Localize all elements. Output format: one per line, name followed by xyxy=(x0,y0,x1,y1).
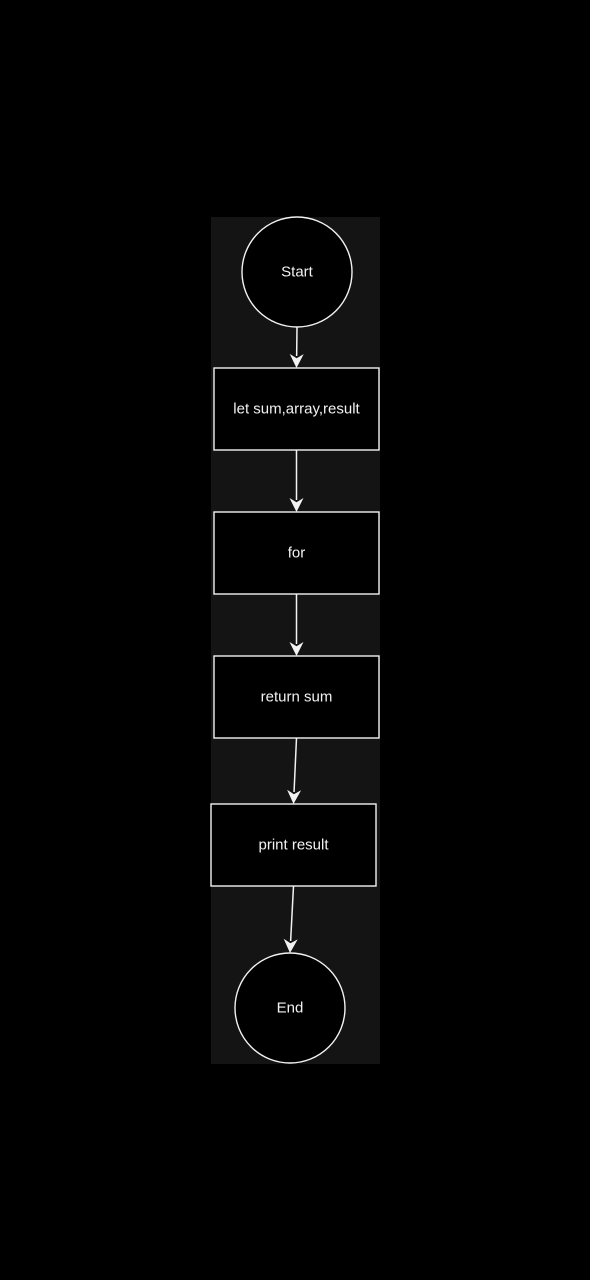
node-return-box xyxy=(213,655,380,739)
edge-line xyxy=(293,737,298,793)
arrowhead xyxy=(289,642,304,656)
nodes-layer: Start let sum,array,result for return sum pr… xyxy=(210,216,380,1064)
node-declare-label: let sum,array,result xyxy=(233,401,360,418)
edge-declare-to-loop xyxy=(289,450,304,512)
edge-return-to-print xyxy=(287,737,302,804)
edge-loop-to-return xyxy=(289,594,304,656)
edge-start-to-declare xyxy=(289,326,304,368)
diagram-panel xyxy=(211,217,380,1064)
node-print-label: print result xyxy=(258,837,329,854)
node-start-circle xyxy=(241,216,353,328)
node-start: Start xyxy=(241,216,353,328)
arrowhead xyxy=(289,498,304,512)
node-return: return sum xyxy=(213,655,380,739)
edge-print-to-end xyxy=(283,885,298,953)
node-start-label: Start xyxy=(281,264,314,281)
node-print-box xyxy=(210,803,377,887)
arrowhead xyxy=(283,938,298,953)
node-loop-box xyxy=(213,511,380,595)
node-declare: let sum,array,result xyxy=(213,367,380,451)
node-declare-box xyxy=(213,367,380,451)
node-loop-label: for xyxy=(288,545,306,562)
node-end-label: End xyxy=(277,1000,304,1017)
node-end: End xyxy=(234,952,346,1064)
edges-layer xyxy=(283,326,304,953)
arrowhead xyxy=(289,353,304,368)
node-return-label: return sum xyxy=(261,689,333,706)
edge-line xyxy=(289,885,295,942)
node-end-circle xyxy=(234,952,346,1064)
arrowhead xyxy=(287,789,302,804)
node-print: print result xyxy=(210,803,377,887)
node-loop: for xyxy=(213,511,380,595)
